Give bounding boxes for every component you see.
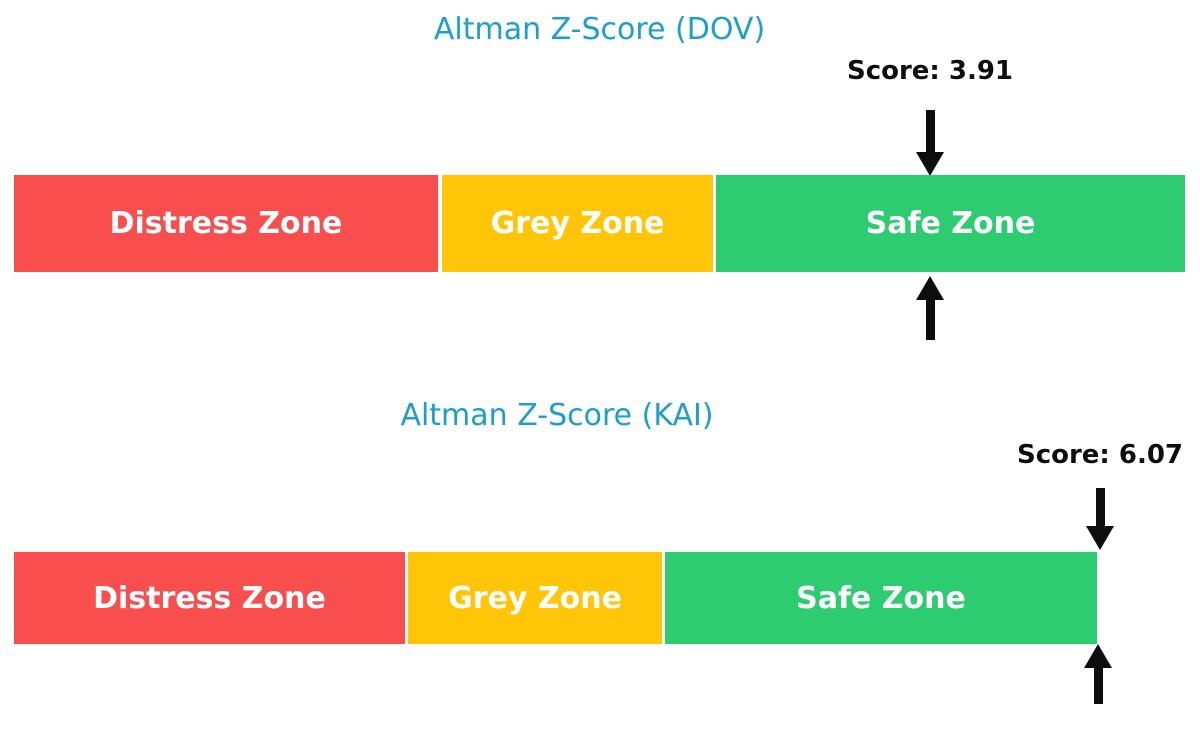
- score-label-dov: Score: 3.91: [846, 56, 1014, 86]
- score-up-arrow-dov: [916, 276, 944, 340]
- zone-label: Distress Zone: [109, 206, 343, 241]
- zone-segment-distress-kai: Distress Zone: [14, 552, 405, 644]
- zone-segment-safe-kai: Safe Zone: [665, 552, 1097, 644]
- score-label-kai: Score: 6.07: [1016, 440, 1184, 470]
- score-down-arrow-dov: [916, 110, 944, 176]
- arrow-shaft: [1093, 668, 1103, 704]
- arrow-shaft: [1095, 488, 1105, 526]
- zone-label: Distress Zone: [93, 580, 326, 616]
- arrow-head-icon: [916, 276, 944, 300]
- arrow-head-icon: [1086, 526, 1114, 550]
- score-up-arrow-kai: [1084, 644, 1112, 704]
- zone-label: Safe Zone: [796, 580, 966, 616]
- arrow-head-icon: [1084, 644, 1112, 668]
- zone-segment-grey-kai: Grey Zone: [408, 552, 662, 644]
- arrow-shaft: [925, 110, 935, 152]
- chart-title-kai: Altman Z-Score (KAI): [400, 398, 714, 433]
- zone-label: Safe Zone: [865, 206, 1036, 241]
- zone-label: Grey Zone: [448, 580, 622, 616]
- zone-label: Grey Zone: [490, 206, 665, 241]
- zone-segment-distress-dov: Distress Zone: [14, 175, 438, 272]
- chart-title-dov: Altman Z-Score (DOV): [433, 12, 766, 47]
- zone-segment-grey-dov: Grey Zone: [442, 175, 713, 272]
- zone-segment-safe-dov: Safe Zone: [716, 175, 1185, 272]
- arrow-shaft: [925, 300, 935, 340]
- score-down-arrow-kai: [1086, 488, 1114, 550]
- arrow-head-icon: [916, 152, 944, 176]
